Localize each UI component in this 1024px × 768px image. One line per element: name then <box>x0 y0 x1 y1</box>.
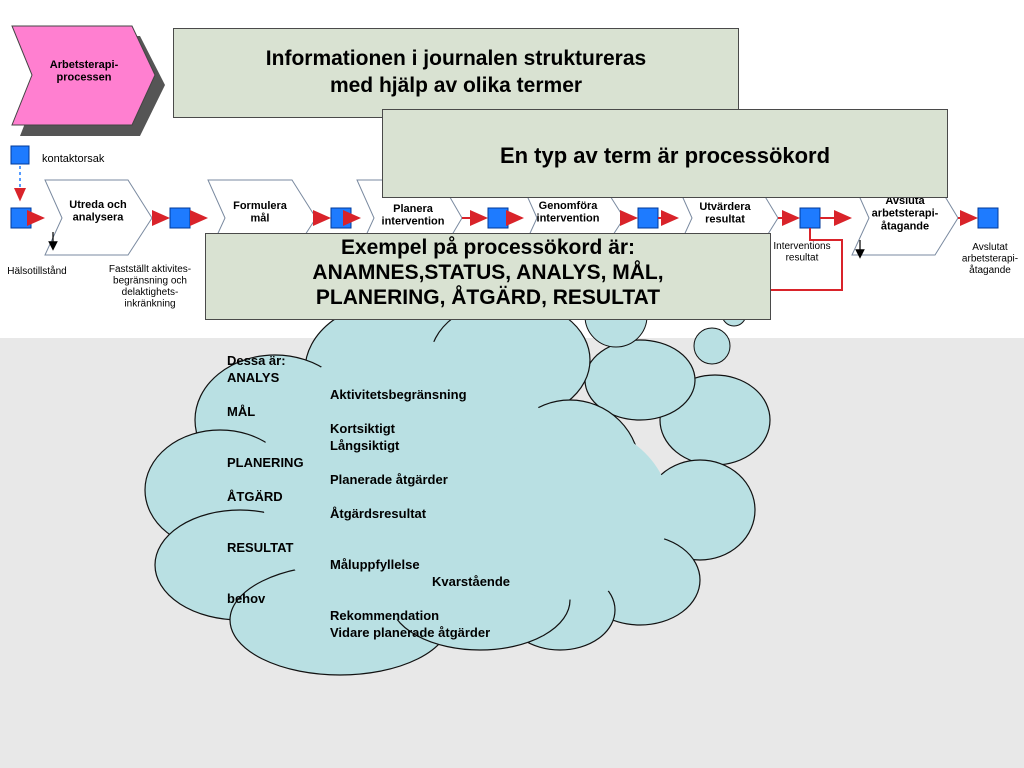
example-line: Exempel på processökord är: <box>340 236 636 259</box>
term-type-text: En typ av term är processökord <box>499 143 831 168</box>
example-line: ANAMNES,STATUS, ANALYS, MÅL, <box>312 261 664 284</box>
event-label: Hälsotillstånd <box>7 265 66 277</box>
thought-cloud <box>144 250 771 676</box>
event-square <box>487 207 509 229</box>
event-square <box>799 207 821 229</box>
event-square <box>977 207 999 229</box>
term-langsiktigt: Långsiktigt <box>330 438 400 453</box>
legend-label: kontaktorsak <box>42 153 105 165</box>
example-line: PLANERING, ÅTGÄRD, RESULTAT <box>315 286 661 309</box>
legend-event-icon <box>10 145 30 165</box>
keyword-atgard: ÅTGÄRD <box>227 489 283 504</box>
keyword-mal: MÅL <box>227 404 256 419</box>
cloud-content: Dessa är: ANALYS Aktivitetsbegränsning M… <box>227 352 567 652</box>
step-chevron <box>44 179 153 256</box>
term-atgardsresultat: Åtgärdsresultat <box>330 506 427 521</box>
process-title: Arbetsterapi-processen <box>50 59 119 84</box>
term-kvarstaende: Kvarstående <box>432 574 511 589</box>
event-square <box>169 207 191 229</box>
term-vidare: Vidare planerade åtgärder <box>330 625 491 640</box>
term-type-box: En typ av term är processökord <box>382 109 948 198</box>
example-box: Exempel på processökord är: ANAMNES,STAT… <box>205 233 771 320</box>
term-planerade: Planerade åtgärder <box>330 472 448 487</box>
process-title-shape: Arbetsterapi-processen <box>11 25 165 136</box>
term-kortsiktigt: Kortsiktigt <box>330 421 395 436</box>
term-maluppfyllelse: Måluppfyllelse <box>330 557 420 572</box>
event-square <box>637 207 659 229</box>
cloud-intro: Dessa är: <box>227 353 286 368</box>
event-square <box>10 207 32 229</box>
term-behov: behov <box>227 591 266 606</box>
term-rekommendation: Rekommendation <box>330 608 440 623</box>
term-aktivitet: Aktivitetsbegränsning <box>330 387 467 402</box>
event-square <box>330 207 352 229</box>
keyword-resultat: RESULTAT <box>227 540 294 555</box>
keyword-planering: PLANERING <box>227 455 304 470</box>
keyword-analys: ANALYS <box>227 370 280 385</box>
